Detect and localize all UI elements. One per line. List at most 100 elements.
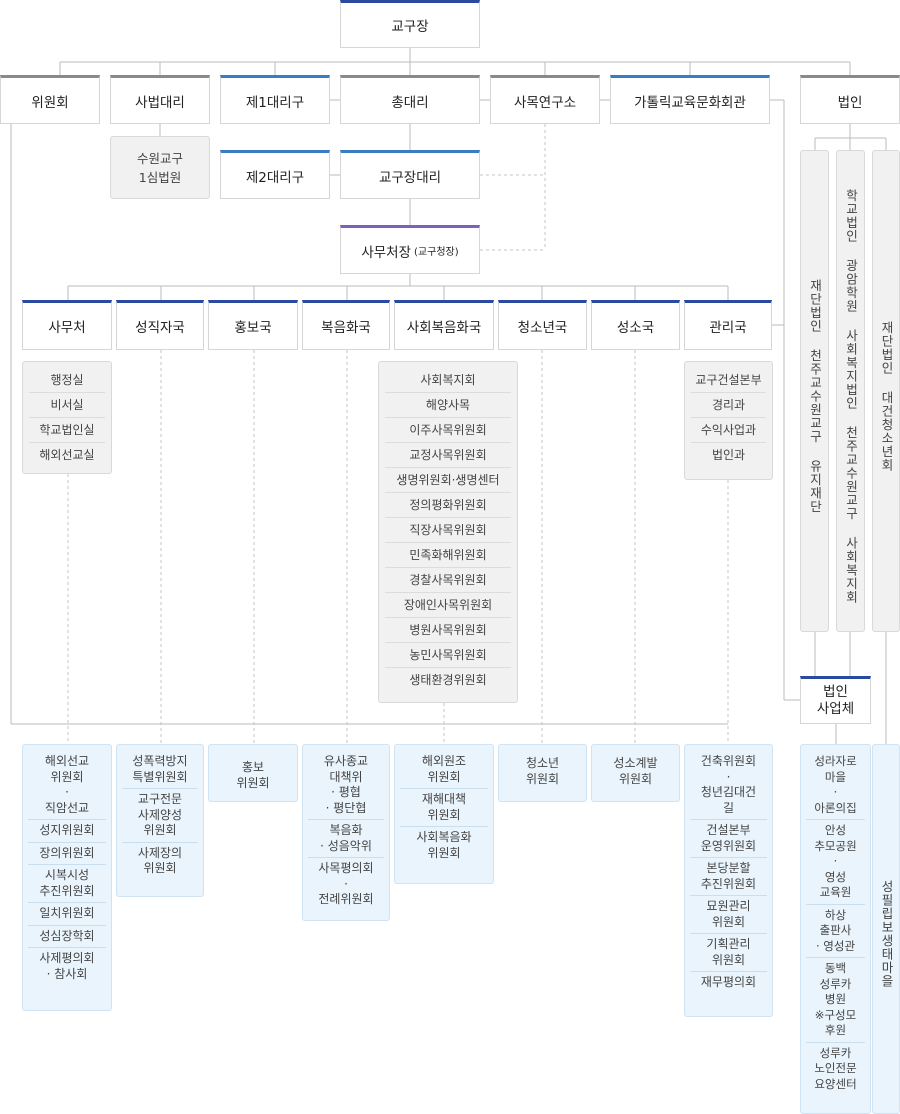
committee-line: 아론의집 [814,800,857,815]
committee-item: 일치위원회 [28,903,106,926]
committee-line: · [726,769,731,784]
vicar1-label: 제1대리구 [245,94,305,111]
committee-line: 사목평의회 [318,861,374,875]
committee-line: 노인전문 [814,1061,857,1075]
committee-line: · 평협 [331,785,361,799]
dept-box: 성소국 [591,300,680,350]
court-box: 수원교구 1심법원 [110,136,210,199]
bishop-vicar-box: 교구장대리 [340,150,480,199]
unit-item: 경리과 [691,393,766,418]
vicar2-box: 제2대리구 [220,150,330,199]
committee-line: 위원회 [143,823,177,837]
committee-line: 성소계발 [613,756,658,770]
committee-line: 복음화 [329,823,363,837]
culture-center-label: 가톨릭교육문화회관 [634,94,746,111]
unit-item: 해양사목 [385,393,511,418]
committee-line: 위원회 [236,775,270,790]
bishop-label: 교구장 [391,19,429,35]
corp-business-box: 법인 사업체 [800,676,871,724]
dept-box: 관리국 [684,300,772,350]
committee-line: 위원회 [427,845,461,860]
committee-line: 청소년 [525,756,560,770]
dept-label: 성직자국 [135,320,185,336]
committee-item: 장의위원회 [28,843,106,865]
bishop-box: 교구장 [340,0,480,48]
committee-line: 본당분할 [706,861,751,875]
dept-box: 성직자국 [116,300,204,350]
committee-line: 성루카 [819,1045,852,1060]
committee-line: · 성음악위 [320,838,372,853]
unit-item: 병원사목위원회 [385,618,511,643]
committee-line: 재무평의회 [700,975,757,989]
committee-line: · [344,876,348,891]
dept-label: 사무처 [48,320,86,336]
committee-line: 건설본부 [706,823,751,837]
corp-business-line: 사업체 [816,701,855,717]
corporation-label: 법인 [837,94,863,111]
committee-line: 사제양성 [137,807,183,822]
committee-line: 묘원관리 [706,899,751,913]
unit-item: 생태환경위원회 [409,673,487,687]
dept-label: 청소년국 [517,320,568,336]
corporation-box: 법인 [800,75,900,124]
unit-item: 생명위원회·생명센터 [385,468,511,493]
committee-line: 하상 [824,907,847,922]
culture-center-box: 가톨릭교육문화회관 [610,75,770,124]
office-units-box: 행정실 비서실 학교법인실 해외선교실 [22,361,112,474]
committee-line: 전례위원회 [318,892,374,906]
committee-label: 위원회 [31,94,69,111]
chancellor-box: 사무처장(교구청장) [340,225,480,274]
committee-line: 영성 [824,869,847,884]
unit-item: 이주사목위원회 [385,418,511,443]
unit-item: 비서실 [29,393,105,418]
committee-line: 건축위원회 [700,754,757,768]
committee-box: 위원회 [0,75,100,124]
management-units-box: 교구건설본부 경리과 수익사업과 법인과 [684,361,773,480]
committee-line: · 영성관 [815,938,856,953]
committee-line: 사회복음화 [416,830,472,844]
committee-line: 성지위원회 [39,823,95,837]
committee-line: 위원회 [711,914,746,929]
dept-box: 사무처 [22,300,112,350]
committee-item: 재무평의회 [690,972,767,994]
committee-line: 재해대책 [421,792,467,806]
committee-line: 병원 [824,992,847,1006]
committee-line: · [65,785,69,799]
seongpil-column: 성필립보생태마을 [872,744,900,1114]
committee-line: 사제장의 [137,845,183,860]
committee-line: 위원회 [50,769,84,784]
school-welfare-label: 학교법인 광암학원 사회복지법인 천주교수원교구 사회복지회 [843,188,859,604]
seongpil-label: 성필립보생태마을 [879,880,894,988]
committee-line: 일치위원회 [39,906,95,920]
committee-line: 교육원 [819,885,852,899]
committee-line: 홍보 [241,760,265,774]
unit-item: 농민사목위원회 [385,643,511,668]
committee-line: 마을 [824,769,847,784]
committee-line: · 평단협 [325,800,367,815]
corp-business-line: 법인 [823,684,848,700]
court-line: 수원교구 [136,151,183,166]
committee-line: 추진위원회 [700,876,757,891]
foundation-column: 재단법인 천주교수원교구 유지재단 [800,150,829,632]
committee-line: 동백 [824,961,847,975]
committee-line: 길 [722,800,735,815]
dept-box: 복음화국 [302,300,390,350]
committee-line: ※구성모 [814,1007,857,1022]
unit-item: 법인과 [711,448,746,462]
committee-line: 대책위 [329,769,363,784]
court-line: 1심법원 [138,170,182,185]
